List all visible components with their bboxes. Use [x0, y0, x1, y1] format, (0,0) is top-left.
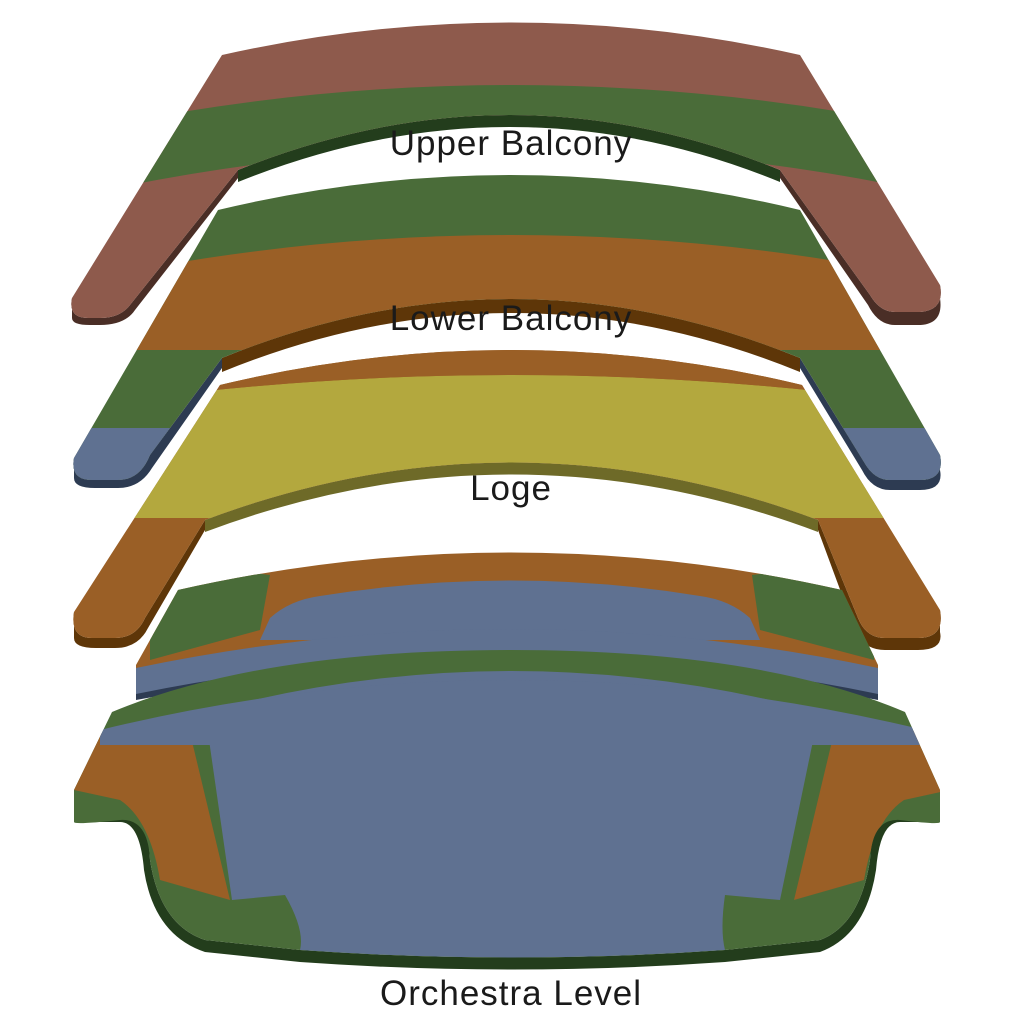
- lower-balcony-zone-center: [73, 235, 941, 350]
- orchestra-section[interactable]: [0, 640, 1024, 980]
- loge-zone-center: [73, 375, 941, 518]
- loge-inner-edge: [205, 462, 818, 532]
- lower-balcony-left-edge: [73, 358, 222, 488]
- lower-balcony-label: Lower Balcony: [390, 299, 633, 338]
- loge-right-edge: [818, 520, 941, 650]
- orchestra-zone-rear: [100, 680, 924, 745]
- orchestra-zone-left-orange: [74, 712, 230, 900]
- upper-balcony-label: Upper Balcony: [390, 124, 633, 163]
- orchestra-level-label: Orchestra Level: [380, 974, 642, 1013]
- loge-label: Loge: [470, 469, 552, 508]
- upper-balcony-right-edge: [780, 170, 941, 325]
- front-tier-zone-center: [260, 580, 760, 640]
- upper-balcony-zone-band: [71, 85, 941, 215]
- orchestra-zone-right-orange: [794, 712, 940, 900]
- upper-balcony-inner-edge: [238, 115, 780, 182]
- lower-balcony-inner-edge: [222, 299, 800, 372]
